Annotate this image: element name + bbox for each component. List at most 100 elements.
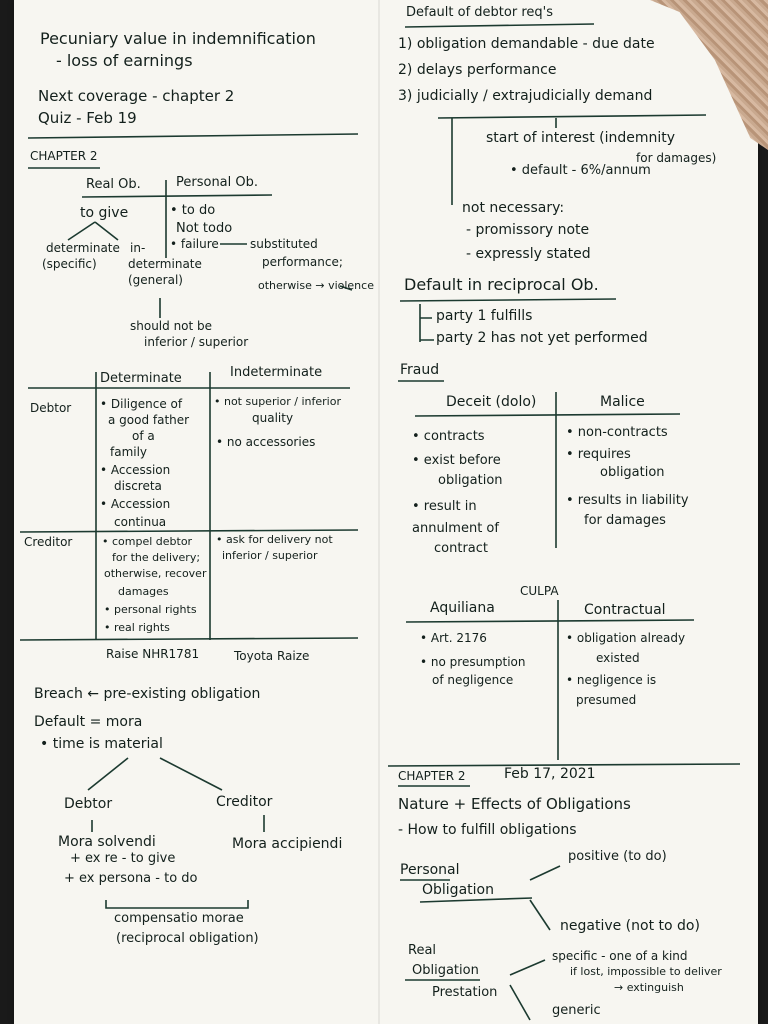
ex-persona: + ex persona - to do — [64, 871, 198, 886]
promissory-note: - promissory note — [466, 222, 590, 238]
col-determinate: Determinate — [100, 371, 182, 386]
aquiliana-item-3: of negligence — [432, 673, 514, 687]
row-debtor: Debtor — [30, 401, 72, 415]
obligation-underline — [419, 897, 533, 903]
creditor-det-5: • personal rights — [104, 603, 197, 616]
failure: • failure — [170, 237, 219, 251]
tree-right — [159, 757, 223, 791]
foot-indeterminate: Toyota Raize — [234, 649, 310, 663]
table-foot-rule — [19, 637, 359, 641]
contractual: Contractual — [584, 602, 666, 618]
rule-after-intro — [27, 133, 359, 139]
foot-determinate: Raise NHR1781 — [106, 647, 200, 661]
contractual-item-3: • negligence is — [566, 673, 657, 687]
inferior-superior: inferior / superior — [144, 335, 249, 349]
deceit-item-4: • result in — [412, 499, 477, 514]
deceit-item-3: obligation — [438, 473, 503, 488]
specific-extinguish: → extinguish — [614, 981, 684, 994]
reciprocal-title: Default in reciprocal Ob. — [404, 275, 599, 294]
malice: Malice — [600, 394, 645, 410]
reciprocal-obligation: (reciprocal obligation) — [116, 931, 259, 946]
malice-item-1: • non-contracts — [566, 425, 668, 440]
tree-debtor: Debtor — [64, 796, 113, 812]
default-annum: • default - 6%/annum — [510, 163, 651, 178]
mora-solvendi: Mora solvendi — [58, 834, 156, 850]
positive-branch — [529, 865, 561, 881]
deceit-item-1: • contracts — [412, 429, 485, 444]
default-title: Default of debtor req's — [406, 5, 553, 20]
default-title-underline — [404, 23, 595, 28]
debtor-det-1: • Diligence of — [100, 397, 183, 411]
tree-left — [87, 757, 129, 791]
debtor-indet-3: • no accessories — [216, 435, 316, 449]
real-personal-rule — [81, 194, 273, 198]
malice-item-4: • results in liability — [566, 493, 689, 508]
how-to-fulfill: - How to fulfill obligations — [398, 822, 577, 838]
debtor-indet-2: quality — [252, 411, 294, 425]
real-ob-heading: Real Ob. — [86, 177, 141, 192]
to-do: • to do — [170, 203, 216, 218]
req-2: 2) delays performance — [398, 62, 557, 78]
expressly-stated: - expressly stated — [466, 246, 591, 262]
debtor-det-2: a good father — [108, 413, 190, 427]
req-3: 3) judicially / extrajudicially demand — [398, 88, 653, 104]
intro-line-1: Pecuniary value in indemnification — [40, 29, 316, 48]
specific-lost: if lost, impossible to deliver — [570, 965, 722, 978]
not-todo: Not todo — [176, 221, 233, 236]
should-not-be: should not be — [130, 319, 213, 333]
breach: Breach ← pre-existing obligation — [34, 686, 261, 702]
nature-effects: Nature + Effects of Obligations — [398, 795, 631, 813]
creditor-det-2: for the delivery; — [112, 551, 201, 564]
indeterminate-2: determinate — [128, 257, 202, 271]
debtor-det-3: of a — [132, 429, 155, 443]
page-fold — [378, 0, 380, 1024]
demand-rule — [437, 114, 707, 119]
specific-kind: specific - one of a kind — [552, 949, 688, 963]
time-material: • time is material — [40, 736, 163, 752]
intro-line-2: - loss of earnings — [56, 51, 193, 70]
creditor-det-4: damages — [118, 585, 169, 598]
ex-re: + ex re - to give — [70, 851, 176, 866]
debtor-det-7: • Accession — [100, 497, 171, 511]
prestation: Prestation — [432, 985, 498, 1000]
fraud-rule — [414, 413, 681, 417]
chapter2-date: Feb 17, 2021 — [504, 766, 596, 782]
deceit-dolo: Deceit (dolo) — [446, 394, 537, 410]
compensatio-bracket — [105, 900, 249, 909]
deceit-item-6: contract — [434, 541, 488, 556]
personal: Personal — [400, 862, 460, 878]
indeterminate-1: in- — [130, 241, 146, 255]
notebook-page — [14, 0, 758, 1024]
to-give-branch — [67, 221, 119, 241]
creditor-det-6: • real rights — [104, 621, 170, 634]
malice-item-2: • requires — [566, 447, 631, 462]
culpa-rule — [405, 619, 695, 623]
substituted: substituted — [250, 237, 318, 251]
intro-line-4: Quiz - Feb 19 — [38, 109, 137, 127]
generic-branch — [509, 984, 531, 1021]
chapter2-rule — [387, 763, 741, 767]
generic: generic — [552, 1003, 601, 1018]
req-1: 1) obligation demandable - due date — [398, 36, 655, 52]
contractual-item-1: • obligation already — [566, 631, 686, 645]
chapter-heading: CHAPTER 2 — [30, 149, 98, 163]
party-bracket — [419, 304, 434, 342]
table-row-rule — [19, 529, 359, 533]
chapter2-heading: CHAPTER 2 — [398, 769, 466, 783]
fraud: Fraud — [400, 362, 440, 378]
debtor-det-4: family — [110, 445, 148, 459]
deceit-item-2: • exist before — [412, 453, 501, 468]
default-mora: Default = mora — [34, 714, 143, 730]
to-give: to give — [80, 205, 129, 221]
negative-not-to-do: negative (not to do) — [560, 918, 700, 934]
personal-ob-heading: Personal Ob. — [176, 175, 259, 190]
contractual-item-4: presumed — [576, 693, 637, 707]
personal-obligation: Obligation — [422, 882, 494, 898]
for-damages: for damages) — [636, 151, 717, 165]
party-2: party 2 has not yet performed — [436, 330, 648, 346]
general: (general) — [128, 273, 183, 287]
creditor-det-3: otherwise, recover — [104, 567, 207, 580]
aquiliana-item-2: • no presumption — [420, 655, 526, 669]
malice-item-5: for damages — [584, 513, 666, 528]
